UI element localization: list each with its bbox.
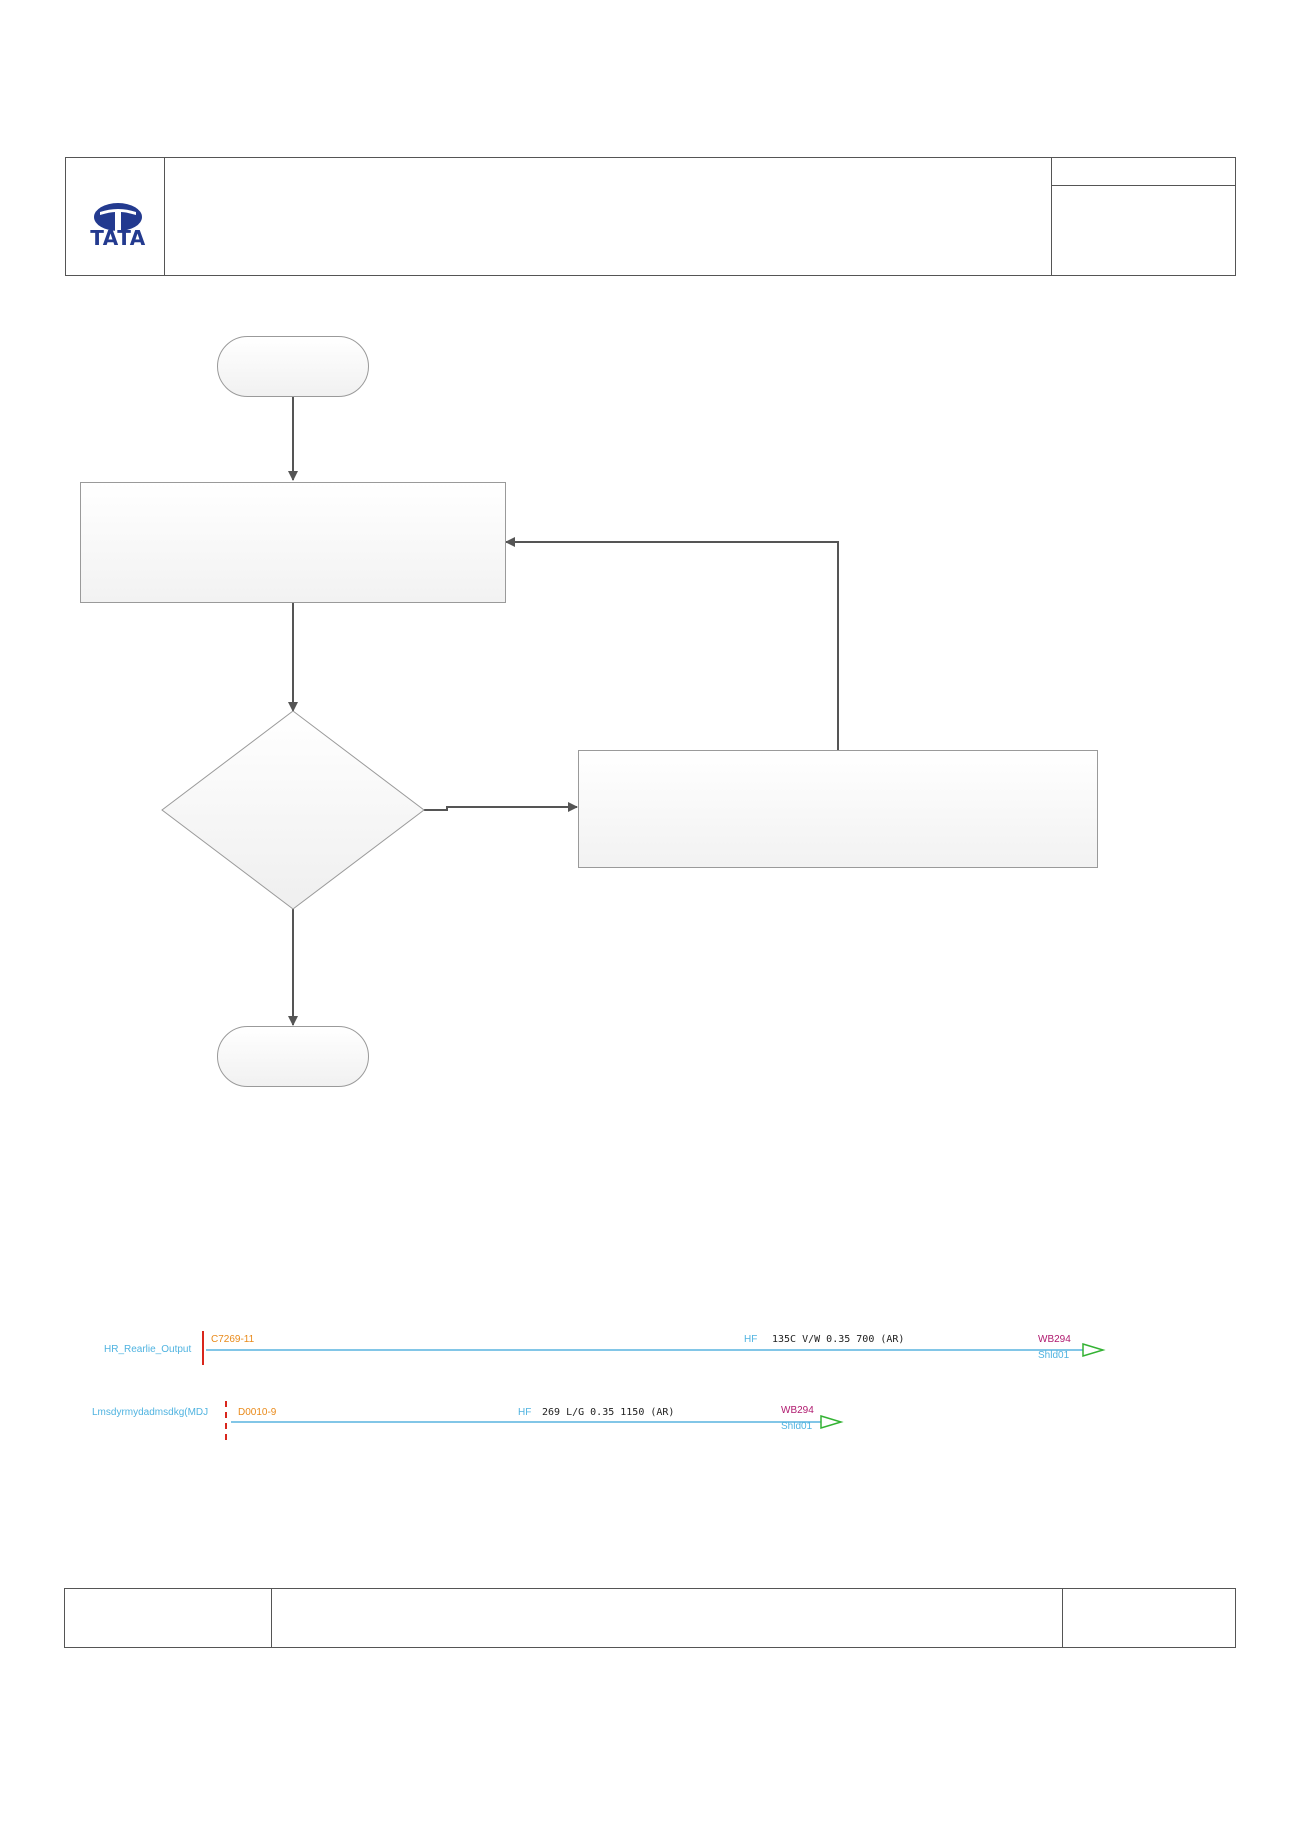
wire-prefix-1: HF — [744, 1334, 758, 1345]
start-terminal — [217, 336, 369, 397]
wiring-strip — [202, 1331, 1106, 1440]
splice-sub-1: Shld01 — [1038, 1350, 1070, 1361]
header-title-cell — [165, 158, 1052, 275]
footer-middle-cell — [272, 1588, 1062, 1648]
logo-cell: TATA — [66, 158, 165, 275]
footer-page-cell — [1062, 1588, 1236, 1648]
wire-spec-1: 135C V/W 0.35 700 (AR) — [772, 1334, 905, 1345]
end-label — [218, 1027, 368, 1086]
splice-sub-2: Shld01 — [781, 1421, 813, 1432]
wire-prefix-2: HF — [518, 1407, 532, 1418]
wire-spec-2: 269 L/G 0.35 1150 (AR) — [542, 1407, 675, 1418]
connector-decision-to-action — [424, 802, 578, 812]
flowchart-connectors — [161, 396, 839, 1026]
start-label — [218, 337, 368, 396]
tata-logo-icon — [94, 203, 142, 231]
splice-name-1: WB294 — [1038, 1334, 1071, 1345]
connector-action-to-process — [505, 537, 839, 750]
document-header: TATA — [65, 157, 1236, 276]
action-box — [578, 750, 1098, 868]
logo-wordmark: TATA — [90, 226, 146, 250]
process-label — [81, 483, 505, 602]
wire-arrow-2 — [820, 1414, 844, 1430]
wire-arrow-1 — [1082, 1342, 1106, 1358]
connector-pin-2: D0010-9 — [238, 1407, 277, 1418]
signal-name-2: Lmsdyrmydadmsdkg(MDJ — [92, 1407, 209, 1418]
header-doc-number-cell — [1052, 158, 1235, 186]
connector-pin-1: C7269-11 — [211, 1334, 255, 1345]
process-box — [80, 482, 506, 603]
splice-name-2: WB294 — [781, 1405, 814, 1416]
decision-diamond — [161, 710, 425, 910]
footer-left-cell — [64, 1588, 272, 1648]
action-label — [579, 751, 1097, 867]
end-terminal — [217, 1026, 369, 1087]
signal-name-1: HR_Rearlie_Output — [104, 1344, 192, 1355]
